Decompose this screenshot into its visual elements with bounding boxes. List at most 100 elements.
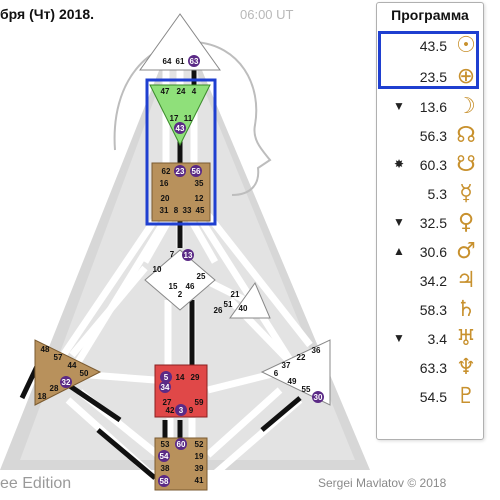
gate-25: 25 [197, 272, 206, 281]
chart-date: бря (Чт) 2018. [0, 6, 95, 22]
gate-40: 40 [239, 304, 248, 313]
gate-20: 20 [161, 194, 170, 203]
planet-row-mercury[interactable]: 5.3 ☿ [377, 181, 483, 210]
gate-15: 15 [169, 282, 178, 291]
gate-badge-13 [182, 249, 194, 261]
gate-45: 45 [196, 206, 205, 215]
direction-marker: ✸ [393, 157, 405, 171]
svg-text:43: 43 [176, 124, 185, 133]
gate-badge-30 [312, 391, 324, 403]
gate-47: 47 [161, 87, 170, 96]
south-node-icon: ☋ [456, 152, 476, 177]
gate-17: 17 [170, 114, 179, 123]
direction-marker: ▼ [393, 331, 405, 345]
planet-row-venus[interactable]: ▼ 32.5 ♀ [377, 210, 483, 239]
gate-value: 60.3 [419, 157, 447, 173]
gate-badge-5 [160, 371, 172, 383]
planet-row-north-node[interactable]: 56.3 ☊ [377, 123, 483, 152]
gate-52: 52 [195, 440, 204, 449]
pluto-icon: ♇ [456, 384, 476, 409]
gate-badge-60 [175, 438, 187, 450]
svg-text:34: 34 [161, 383, 170, 392]
gate-value: 43.5 [419, 38, 447, 54]
gate-51: 51 [224, 300, 233, 309]
gate-55: 55 [302, 385, 311, 394]
gate-labels: 64 61 47 24 4 17 11 62 16 35 20 12 31 8 … [38, 57, 321, 485]
direction-marker: ▼ [393, 99, 405, 113]
gate-21: 21 [231, 290, 240, 299]
gate-39: 39 [195, 464, 204, 473]
gate-33: 33 [183, 206, 192, 215]
svg-text:58: 58 [160, 477, 169, 486]
gate-badge-43 [174, 122, 186, 134]
ajna-center[interactable] [149, 84, 211, 147]
gate-44: 44 [68, 361, 77, 370]
planet-row-mars[interactable]: ▲ 30.6 ♂ [377, 239, 483, 268]
spleen-center[interactable] [34, 339, 102, 406]
gate-value: 58.3 [419, 302, 447, 318]
gate-badge-58 [158, 475, 170, 487]
gate-61: 61 [176, 57, 185, 66]
svg-text:56: 56 [192, 167, 201, 176]
gate-24: 24 [177, 87, 186, 96]
gate-value: 54.5 [419, 389, 447, 405]
planets-panel: Программа 43.5 ☉ 23.5 ⊕ ▼ 13.6 ☽ 56.3 ☊ … [376, 2, 484, 440]
gate-18: 18 [38, 392, 47, 401]
sun-earth-highlight [378, 31, 479, 89]
direction-marker: ▲ [393, 244, 405, 258]
saturn-icon: ♄ [456, 297, 476, 322]
planet-row-uranus[interactable]: ▼ 3.4 ♅ [377, 326, 483, 355]
svg-text:23: 23 [176, 167, 185, 176]
svg-text:5: 5 [164, 373, 169, 382]
gate-9: 9 [189, 406, 194, 415]
silhouette-cone-inner [20, 30, 355, 460]
solar-plexus-center[interactable] [260, 339, 331, 406]
planet-row-pluto[interactable]: 54.5 ♇ [377, 384, 483, 413]
gate-12: 12 [195, 194, 204, 203]
planet-row-earth[interactable]: 23.5 ⊕ [377, 64, 483, 93]
svg-text:60: 60 [177, 440, 186, 449]
gate-48: 48 [41, 345, 50, 354]
gate-1: 1 [178, 239, 183, 248]
neptune-icon: ♆ [456, 355, 476, 380]
gate-57: 57 [54, 353, 63, 362]
planet-row-neptune[interactable]: 63.3 ♆ [377, 355, 483, 384]
gate-badge-23 [174, 165, 186, 177]
gate-6: 6 [274, 369, 279, 378]
mars-icon: ♂ [456, 239, 476, 264]
planet-row-jupiter[interactable]: 34.2 ♃ [377, 268, 483, 297]
gate-50: 50 [80, 369, 89, 378]
planet-row-saturn[interactable]: 58.3 ♄ [377, 297, 483, 326]
heart-center[interactable] [229, 281, 271, 319]
svg-text:32: 32 [62, 378, 71, 387]
gate-value: 5.3 [427, 186, 447, 202]
gate-badge-32 [60, 376, 72, 388]
gate-31: 31 [160, 206, 169, 215]
gate-22: 22 [297, 353, 306, 362]
gate-badge-63 [188, 55, 200, 67]
head-center[interactable] [139, 13, 221, 71]
earth-icon: ⊕ [456, 64, 476, 89]
direction-marker: ▼ [393, 215, 405, 229]
north-node-icon: ☊ [456, 123, 476, 148]
gate-2: 2 [178, 290, 183, 299]
uranus-icon: ♅ [456, 326, 476, 351]
gate-26: 26 [214, 306, 223, 315]
planet-row-south-node[interactable]: ✸ 60.3 ☋ [377, 152, 483, 181]
gate-28: 28 [50, 384, 59, 393]
gate-27: 27 [163, 398, 172, 407]
g-center[interactable] [144, 249, 216, 311]
gate-value: 32.5 [419, 215, 447, 231]
panel-title: Программа [391, 7, 469, 23]
gate-49: 49 [288, 377, 297, 386]
gate-8: 8 [174, 206, 179, 215]
gate-value: 3.4 [427, 331, 447, 347]
planet-row-sun[interactable]: 43.5 ☉ [377, 33, 483, 62]
gate-10: 10 [153, 265, 162, 274]
jupiter-icon: ♃ [456, 268, 476, 293]
gate-value: 30.6 [419, 244, 447, 260]
planet-row-moon[interactable]: ▼ 13.6 ☽ [377, 94, 483, 123]
svg-text:54: 54 [160, 452, 169, 461]
gate-badge-56 [190, 165, 202, 177]
svg-text:13: 13 [184, 251, 193, 260]
